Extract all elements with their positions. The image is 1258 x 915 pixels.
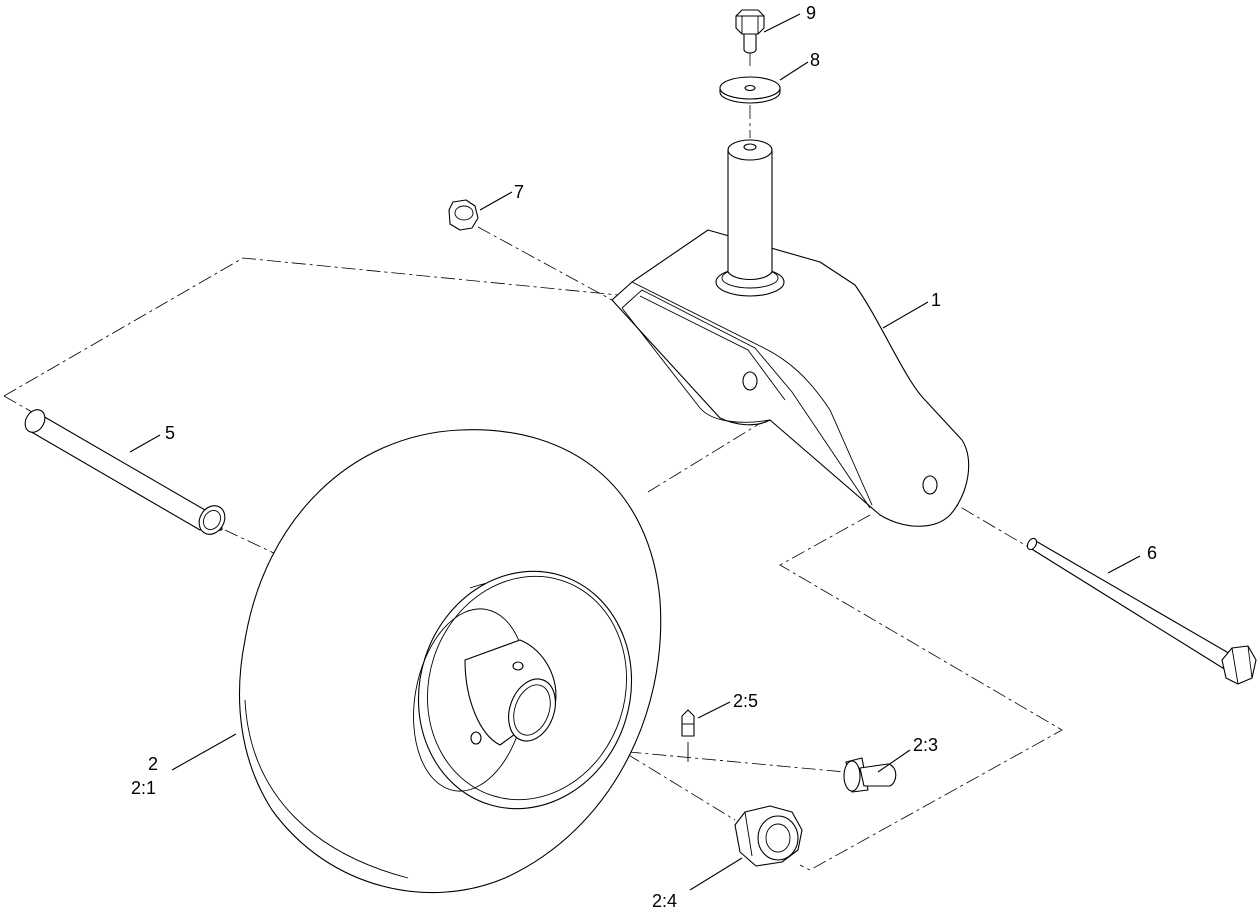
callout-7: 7 [514, 182, 524, 202]
spacer-tube [24, 409, 226, 535]
wheel-tire-assembly [238, 429, 662, 894]
callout-2: 2 [148, 754, 158, 774]
callout-5: 5 [165, 423, 175, 443]
axle-bolt [1026, 537, 1257, 685]
callout-labels: 9 8 7 1 5 6 2:5 2:3 2 2:1 2:4 [131, 3, 1157, 911]
valve-stem [843, 757, 897, 793]
grease-fitting [681, 709, 695, 737]
flange-bolt [735, 9, 765, 54]
callout-9: 9 [806, 3, 816, 23]
flat-washer [719, 76, 781, 104]
callout-1: 1 [931, 290, 941, 310]
caster-fork-bracket [611, 139, 970, 527]
callout-6: 6 [1147, 543, 1157, 563]
flange-bearing [734, 805, 803, 867]
callout-2-5: 2:5 [733, 691, 758, 711]
callout-2-1: 2:1 [131, 778, 156, 798]
callout-8: 8 [810, 50, 820, 70]
leader-lines [129, 13, 1141, 891]
callout-2-4: 2:4 [652, 891, 677, 911]
callout-2-3: 2:3 [913, 735, 938, 755]
lock-nut [448, 199, 479, 231]
